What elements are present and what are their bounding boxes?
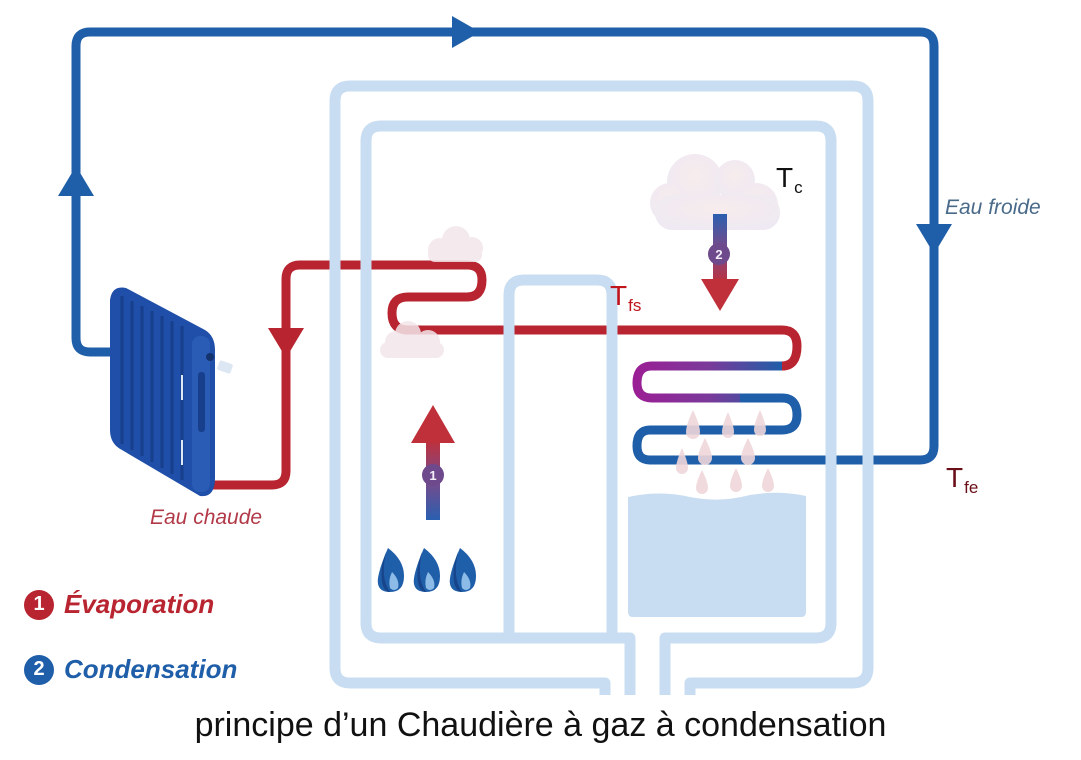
- temperature-tfe-label: Tfe: [946, 462, 978, 498]
- flue-gas-cloud-icon: [650, 154, 780, 230]
- temperature-tfs-label: Tfs: [610, 280, 641, 316]
- cloud-icon: [428, 226, 483, 262]
- droplet-icon: [686, 410, 700, 439]
- tfe-main: T: [946, 462, 964, 493]
- casing-outer-left: [329, 80, 874, 695]
- temperature-tc-label: Tc: [776, 162, 803, 198]
- legend-number-1: 1: [24, 589, 54, 620]
- cold-water-label: Eau froide: [945, 196, 1041, 219]
- hot-water-circuit: [210, 260, 802, 490]
- flue-channel: [503, 274, 618, 640]
- steam-clouds: [380, 154, 780, 358]
- droplet-icon: [741, 438, 755, 465]
- legend-label-evaporation: Évaporation: [64, 589, 215, 619]
- tc-sub: c: [794, 178, 803, 197]
- legend-condensation: 2 Condensation: [24, 654, 237, 685]
- radiator-icon: [110, 287, 233, 497]
- casing-inner: [360, 120, 837, 695]
- boiler-casing: [329, 80, 874, 695]
- evaporation-badge: 1: [422, 464, 444, 486]
- diagram-caption: principe d’un Chaudière à gaz à condensa…: [194, 706, 887, 744]
- arrow-up-icon: [411, 405, 455, 443]
- tank-icon: [628, 492, 806, 617]
- coil-blue-lower: [632, 393, 802, 465]
- condensate-droplets: [676, 410, 774, 494]
- cold-pipe-top-loop: [71, 27, 939, 465]
- flow-arrow-right-icon: [452, 16, 480, 48]
- coil-transition: [632, 361, 782, 403]
- condensation-badge: 2: [708, 243, 730, 265]
- arrow-down-icon: [701, 279, 739, 311]
- droplet-icon: [730, 468, 742, 492]
- hot-water-label: Eau chaude: [150, 506, 263, 529]
- flame-icon: [377, 548, 404, 592]
- casing-overlaps: [329, 259, 874, 466]
- tfs-main: T: [610, 280, 628, 311]
- tfe-sub: fe: [964, 478, 979, 497]
- droplet-icon: [676, 448, 688, 474]
- burner-flames: [377, 548, 476, 592]
- flame-icon: [449, 548, 476, 592]
- cold-water-circuit: [71, 27, 939, 465]
- tfs-sub: fs: [628, 296, 642, 315]
- legend-number-2: 2: [24, 654, 54, 685]
- droplet-icon: [762, 468, 774, 492]
- legend-label-condensation: Condensation: [64, 654, 238, 684]
- droplet-icon: [696, 470, 708, 494]
- hot-pipe-return: [210, 260, 802, 490]
- flame-icon: [413, 548, 440, 592]
- flow-arrow-up-icon: [58, 166, 94, 196]
- droplet-icon: [698, 438, 712, 465]
- flow-arrow-down-icon: [916, 224, 952, 254]
- tc-main: T: [776, 162, 794, 193]
- droplet-icon: [754, 410, 766, 436]
- legend-evaporation: 1 Évaporation: [24, 589, 214, 620]
- droplet-icon: [722, 412, 734, 438]
- cloud-icon: [380, 321, 444, 358]
- flow-arrow-down-hot-icon: [268, 328, 304, 358]
